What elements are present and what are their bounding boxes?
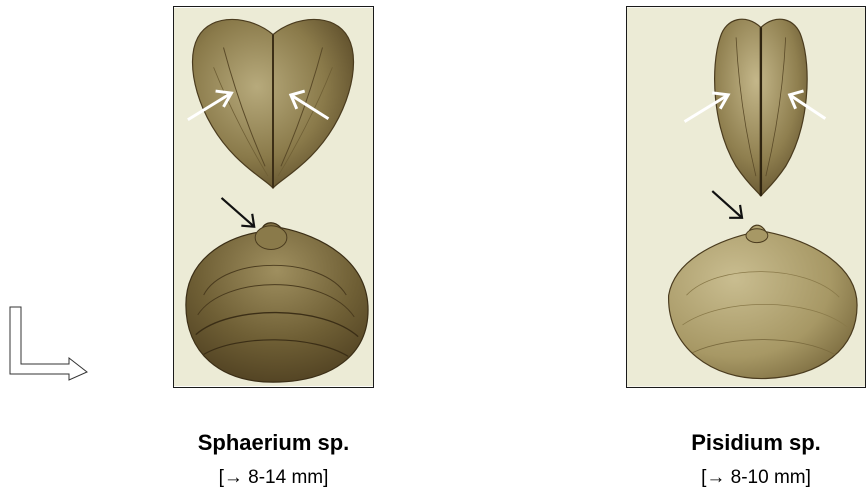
species-name-pisidium: Pisidium sp. xyxy=(636,430,866,456)
size-range-pisidium: [→ 8-10 mm] xyxy=(636,467,866,489)
pisidium-drawing xyxy=(627,7,865,387)
down-right-flow-arrow-icon xyxy=(9,306,89,382)
pisidium-illustration xyxy=(626,6,866,388)
sphaerium-illustration xyxy=(173,6,374,388)
size-range-sphaerium: [→ 8-14 mm] xyxy=(173,467,374,489)
sphaerium-drawing xyxy=(174,7,373,387)
species-name-sphaerium: Sphaerium sp. xyxy=(173,430,374,456)
